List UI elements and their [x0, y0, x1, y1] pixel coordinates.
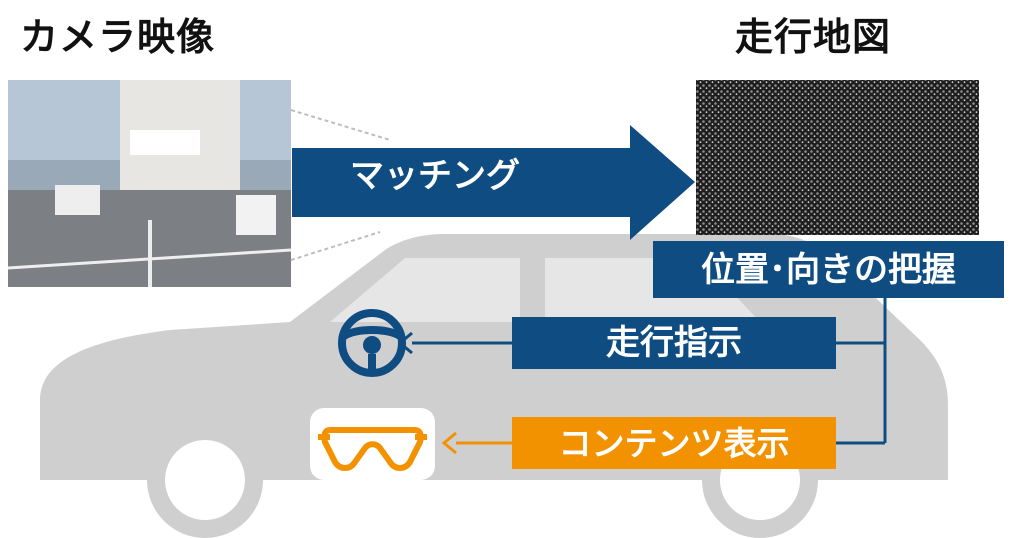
projection-line-bottom [290, 231, 381, 261]
drive-label-box: 走行指示 [512, 317, 836, 369]
pose-label: 位置･向きの把握 [701, 249, 956, 290]
projection-line-top [290, 109, 391, 141]
map-image [696, 80, 979, 235]
camera-heading: カメラ映像 [20, 15, 216, 59]
matching-arrow [292, 125, 695, 240]
car-window-front [330, 258, 520, 322]
camera-image [7, 80, 292, 287]
content-label-box: コンテンツ表示 [512, 417, 836, 469]
pose-label-box: 位置･向きの把握 [653, 241, 1004, 298]
steering-wheel-icon [338, 309, 406, 377]
content-arrow-head [441, 431, 457, 455]
content-label: コンテンツ表示 [558, 423, 790, 463]
drive-label: 走行指示 [606, 323, 742, 363]
goggles-icon [310, 408, 435, 480]
map-heading: 走行地図 [735, 15, 892, 59]
matching-label: マッチング [350, 156, 520, 196]
